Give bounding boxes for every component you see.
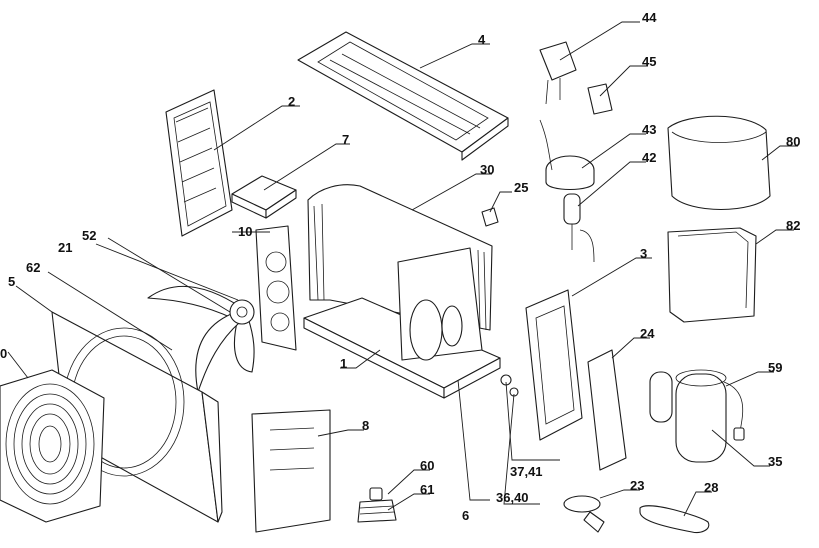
- label-24: 24: [640, 326, 655, 341]
- label-80: 80: [786, 134, 800, 149]
- label-43: 43: [642, 122, 656, 137]
- label-62: 62: [26, 260, 40, 275]
- part-electrical-cover: [587, 349, 627, 471]
- part-drain-strap: [639, 505, 710, 534]
- label-25: 25: [514, 180, 528, 195]
- label-59: 59: [768, 360, 782, 375]
- label-5: 5: [8, 274, 15, 289]
- part-side-service-panel: [525, 289, 583, 441]
- part-insulation-upper: [667, 115, 771, 210]
- label-6: 6: [462, 508, 469, 523]
- part-drain-connector: [563, 495, 605, 533]
- label-2: 2: [288, 94, 295, 109]
- label-36-40: 36,40: [496, 490, 529, 505]
- label-21: 21: [58, 240, 72, 255]
- label-61: 61: [420, 482, 434, 497]
- label-42: 42: [642, 150, 656, 165]
- part-drain-plug: [357, 487, 397, 523]
- label-0: 0: [0, 346, 7, 361]
- part-expansion-valve: [563, 193, 595, 263]
- part-service-valves: [500, 374, 519, 397]
- part-side-grille: [165, 89, 233, 237]
- label-52: 52: [82, 228, 96, 243]
- label-3: 3: [640, 246, 647, 261]
- part-top-cover: [297, 31, 509, 161]
- label-44: 44: [642, 10, 657, 25]
- part-clip: [481, 207, 499, 227]
- label-10: 10: [238, 224, 252, 239]
- label-4: 4: [478, 32, 486, 47]
- part-fan-grille: [0, 369, 105, 523]
- part-top-plate: [231, 175, 297, 219]
- part-labels: 4 2 7 30 25 3 44 45 43 42 80 82 24 59 35…: [0, 10, 800, 523]
- label-8: 8: [362, 418, 369, 433]
- label-35: 35: [768, 454, 782, 469]
- leader-lines: [7, 21, 798, 517]
- part-four-way-valve: [539, 41, 577, 105]
- part-motor-bracket: [255, 225, 297, 351]
- label-37-41: 37,41: [510, 464, 543, 479]
- part-base-pan: [303, 247, 501, 399]
- part-insulation-lower: [667, 227, 757, 323]
- label-60: 60: [420, 458, 434, 473]
- part-compressor: [649, 369, 745, 463]
- part-muffler: [539, 119, 595, 190]
- label-7: 7: [342, 132, 349, 147]
- label-82: 82: [786, 218, 800, 233]
- label-45: 45: [642, 54, 656, 69]
- label-28: 28: [704, 480, 718, 495]
- label-1: 1: [340, 356, 347, 371]
- part-partition-plate: [251, 409, 331, 533]
- part-valve-coil: [587, 83, 613, 115]
- label-30: 30: [480, 162, 494, 177]
- label-23: 23: [630, 478, 644, 493]
- part-fan-blade: [147, 285, 255, 393]
